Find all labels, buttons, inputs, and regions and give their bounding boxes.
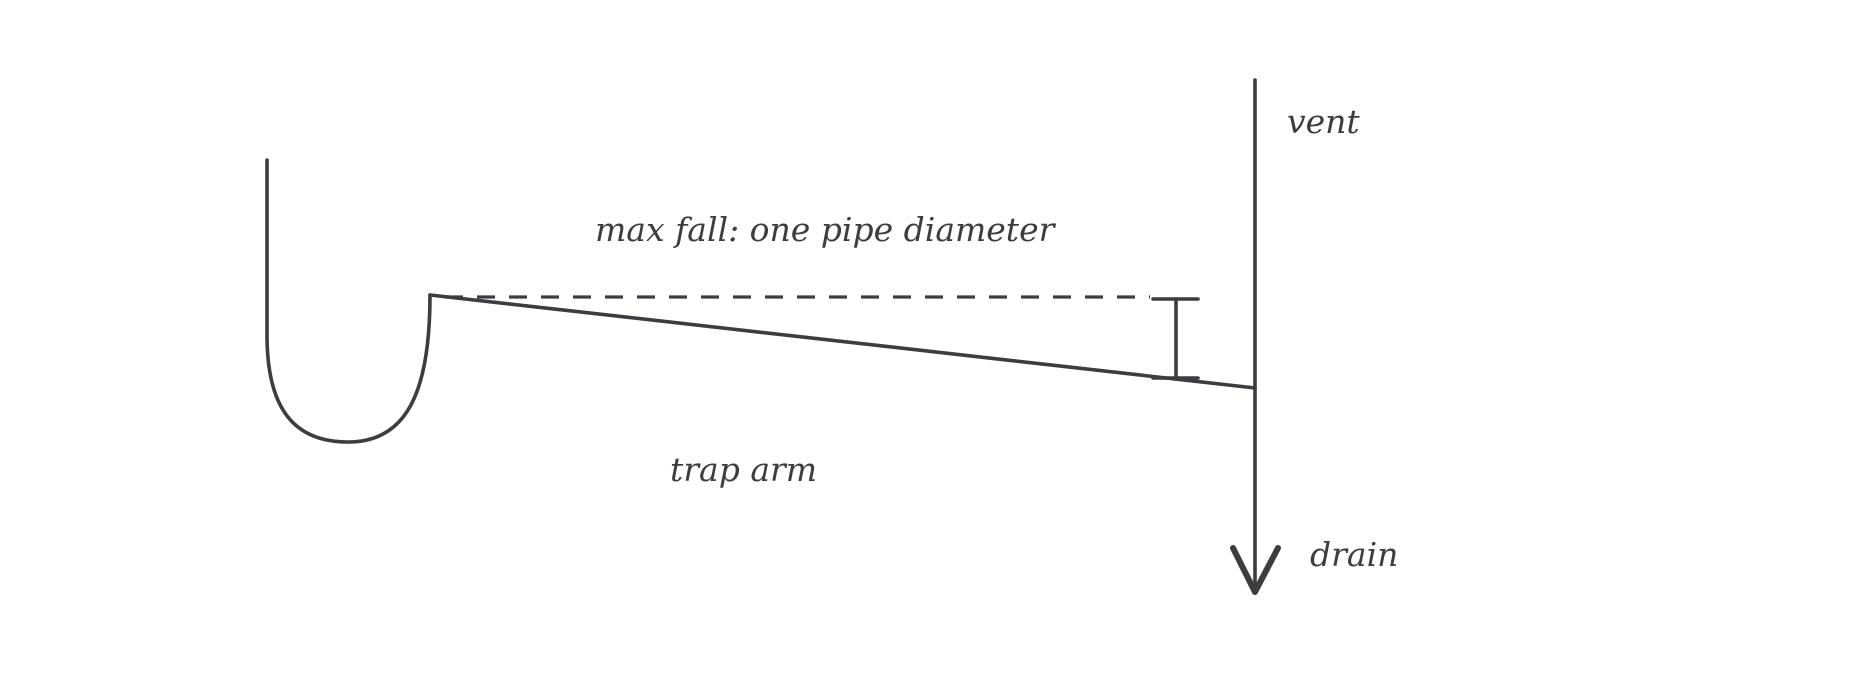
drain-label: drain — [1310, 535, 1398, 574]
p-trap-bend — [265, 158, 432, 444]
vent-label: vent — [1287, 102, 1360, 141]
drain-arrow-icon — [1230, 545, 1281, 595]
fall-dimension-marker — [1151, 297, 1200, 380]
max-fall-label: max fall: one pipe diameter — [595, 210, 1057, 249]
trap-arm-pipe — [428, 293, 1257, 390]
trap-arm-label: trap arm — [670, 450, 817, 489]
